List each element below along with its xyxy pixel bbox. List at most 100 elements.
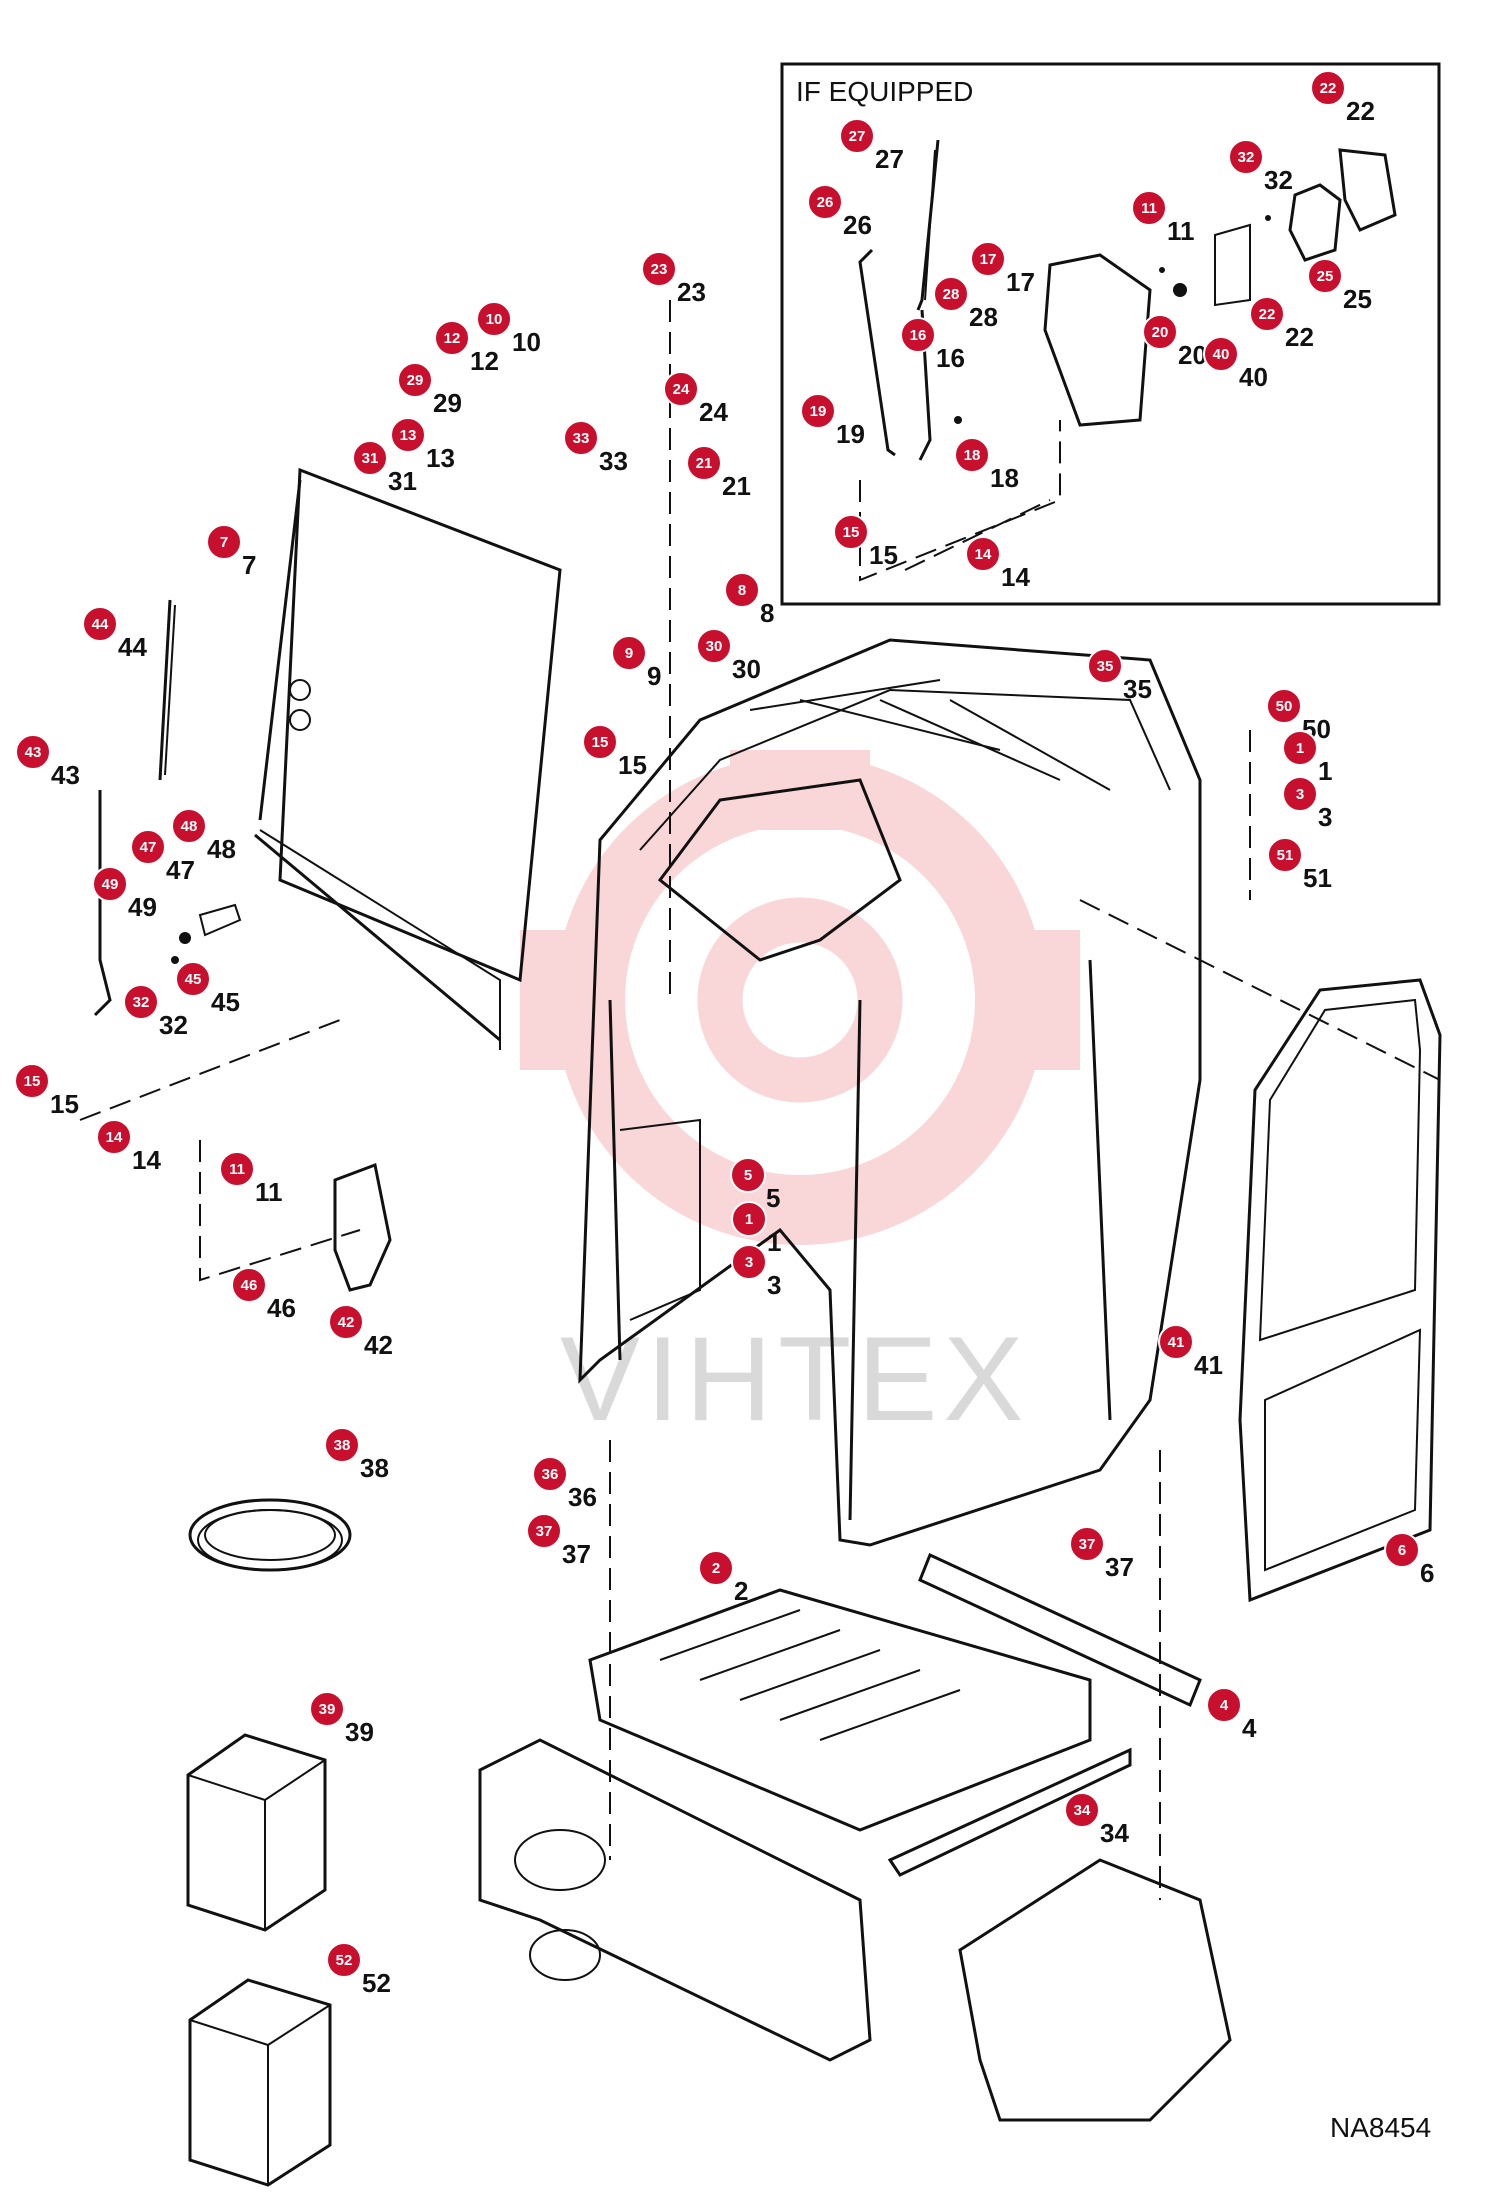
callout-41[interactable]: 41 <box>1158 1324 1194 1360</box>
callout-47[interactable]: 47 <box>130 829 166 865</box>
callout-18[interactable]: 18 <box>954 437 990 473</box>
floor-plate <box>588 1552 1202 1877</box>
callout-12[interactable]: 12 <box>434 320 470 356</box>
callout-49[interactable]: 49 <box>92 866 128 902</box>
part-number-20: 20 <box>1178 340 1207 370</box>
part-number-1b: 1 <box>767 1227 781 1257</box>
callout-10[interactable]: 10 <box>476 301 512 337</box>
callout-27[interactable]: 27 <box>839 118 875 154</box>
part-number-31: 31 <box>388 466 417 496</box>
callout-44[interactable]: 44 <box>82 606 118 642</box>
callout-33[interactable]: 33 <box>563 420 599 456</box>
callout-bubble-22b <box>1249 296 1285 332</box>
callout-bubble-45 <box>175 961 211 997</box>
callout-14b[interactable]: 14 <box>96 1119 132 1155</box>
part-number-5: 5 <box>766 1183 780 1213</box>
callout-bubble-32 <box>1228 139 1264 175</box>
callout-11[interactable]: 11 <box>1131 190 1167 226</box>
callout-51[interactable]: 51 <box>1267 837 1303 873</box>
part-number-27: 27 <box>875 144 904 174</box>
callout-48[interactable]: 48 <box>171 808 207 844</box>
part-number-3: 3 <box>1318 802 1332 832</box>
part-number-44: 44 <box>118 632 147 662</box>
callout-bubble-1 <box>1282 730 1318 766</box>
wiper-motor <box>79 1019 392 1292</box>
callout-17[interactable]: 17 <box>970 241 1006 277</box>
callout-11b[interactable]: 11 <box>219 1151 255 1187</box>
callout-label-24: 24 <box>673 381 690 398</box>
callout-31[interactable]: 31 <box>352 440 388 476</box>
callout-24[interactable]: 24 <box>663 371 699 407</box>
part-number-9: 9 <box>647 661 661 691</box>
callout-2[interactable]: 2 <box>698 1550 734 1586</box>
callout-bubble-24 <box>663 371 699 407</box>
callout-50[interactable]: 50 <box>1266 688 1302 724</box>
part-number-2: 2 <box>734 1576 748 1606</box>
callout-label-37b: 37 <box>1079 1536 1096 1553</box>
callout-9[interactable]: 9 <box>611 635 647 671</box>
callout-6[interactable]: 6 <box>1384 1532 1420 1568</box>
callout-15[interactable]: 15 <box>833 514 869 550</box>
callout-39[interactable]: 39 <box>309 1691 345 1727</box>
callout-36[interactable]: 36 <box>532 1456 568 1492</box>
callout-label-9: 9 <box>625 645 633 662</box>
callout-bubble-30 <box>696 628 732 664</box>
callout-20[interactable]: 20 <box>1142 314 1178 350</box>
part-number-3b: 3 <box>767 1270 781 1300</box>
callout-19[interactable]: 19 <box>800 393 836 429</box>
callout-28[interactable]: 28 <box>933 276 969 312</box>
callout-23[interactable]: 23 <box>641 251 677 287</box>
callout-1b[interactable]: 1 <box>731 1201 767 1237</box>
callout-21[interactable]: 21 <box>686 445 722 481</box>
callout-40[interactable]: 40 <box>1203 336 1239 372</box>
callout-45[interactable]: 45 <box>175 961 211 997</box>
callout-bubble-7 <box>206 524 242 560</box>
callout-bubble-13 <box>390 417 426 453</box>
callout-42[interactable]: 42 <box>328 1304 364 1340</box>
callout-label-15: 15 <box>843 524 860 541</box>
callout-16[interactable]: 16 <box>900 317 936 353</box>
callout-label-45: 45 <box>185 971 202 988</box>
callout-bubble-9 <box>611 635 647 671</box>
callout-35[interactable]: 35 <box>1087 648 1123 684</box>
callout-34[interactable]: 34 <box>1064 1792 1100 1828</box>
callout-43[interactable]: 43 <box>15 734 51 770</box>
callout-1[interactable]: 1 <box>1282 730 1318 766</box>
callout-5[interactable]: 5 <box>730 1157 766 1193</box>
callout-14[interactable]: 14 <box>965 536 1001 572</box>
callout-52[interactable]: 52 <box>326 1942 362 1978</box>
callout-13[interactable]: 13 <box>390 417 426 453</box>
callout-22b[interactable]: 22 <box>1249 296 1285 332</box>
callout-bubble-21 <box>686 445 722 481</box>
callout-15c[interactable]: 15 <box>14 1063 50 1099</box>
callout-3b[interactable]: 3 <box>731 1244 767 1280</box>
callout-label-17: 17 <box>980 251 997 268</box>
part-number-33: 33 <box>599 446 628 476</box>
part-number-22b: 22 <box>1285 322 1314 352</box>
part-number-17: 17 <box>1006 267 1035 297</box>
callout-label-51: 51 <box>1277 847 1294 864</box>
callout-22[interactable]: 22 <box>1310 70 1346 106</box>
callout-4[interactable]: 4 <box>1206 1687 1242 1723</box>
callout-25[interactable]: 25 <box>1307 258 1343 294</box>
callout-30[interactable]: 30 <box>696 628 732 664</box>
callout-32[interactable]: 32 <box>1228 139 1264 175</box>
callout-37[interactable]: 37 <box>526 1513 562 1549</box>
part-number-28: 28 <box>969 302 998 332</box>
callout-8[interactable]: 8 <box>724 572 760 608</box>
callout-32b[interactable]: 32 <box>123 984 159 1020</box>
callout-38[interactable]: 38 <box>324 1427 360 1463</box>
callout-46[interactable]: 46 <box>231 1267 267 1303</box>
callout-7[interactable]: 7 <box>206 524 242 560</box>
part-number-36: 36 <box>568 1482 597 1512</box>
callout-label-22: 22 <box>1320 80 1337 97</box>
watermark-logo <box>520 750 1080 1245</box>
callout-29[interactable]: 29 <box>397 362 433 398</box>
callout-bubble-6 <box>1384 1532 1420 1568</box>
watermark-text: VIHTEX <box>560 1312 1029 1446</box>
callout-3[interactable]: 3 <box>1282 776 1318 812</box>
callout-37b[interactable]: 37 <box>1069 1526 1105 1562</box>
callout-15b[interactable]: 15 <box>582 724 618 760</box>
callout-26[interactable]: 26 <box>807 184 843 220</box>
part-number-1: 1 <box>1318 756 1332 786</box>
